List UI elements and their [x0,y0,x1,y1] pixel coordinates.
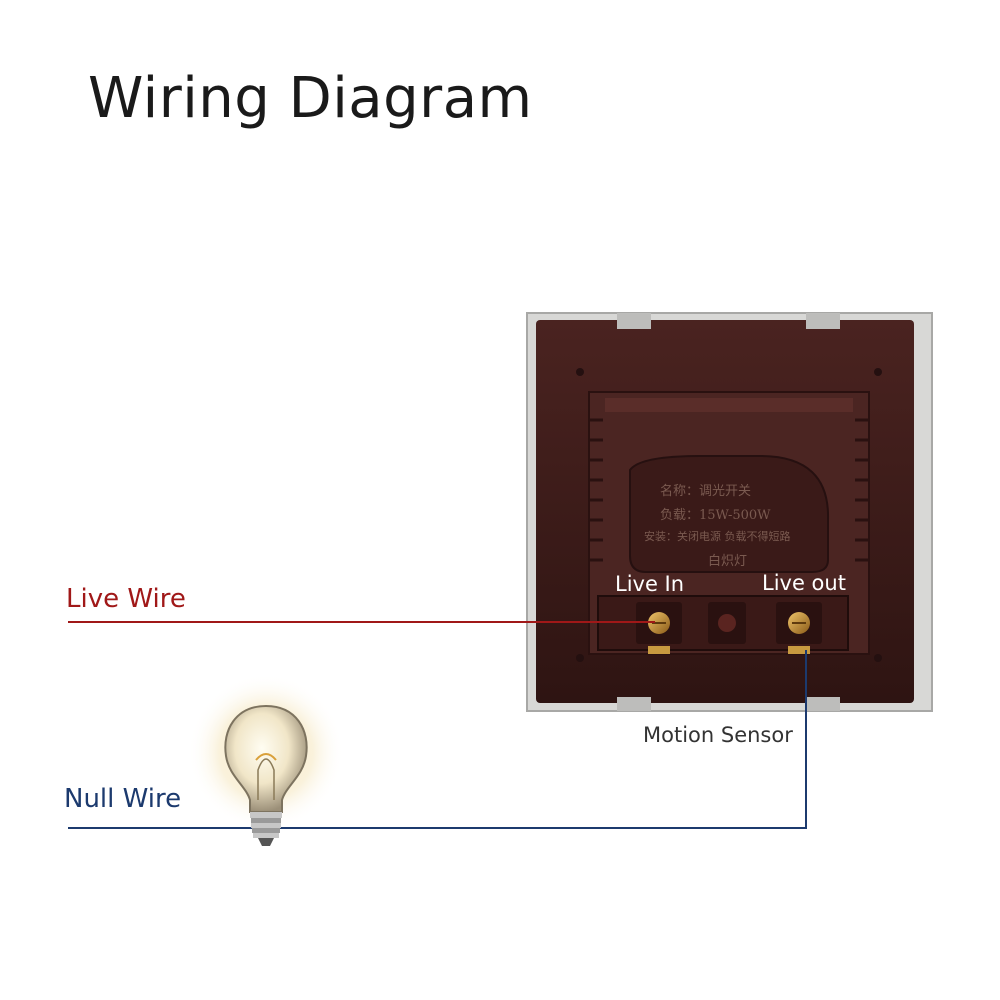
plate-text-line: 名称：调光开关 [660,484,752,499]
null-wire-label: Null Wire [64,784,182,814]
motion-sensor-caption: Motion Sensor [643,723,793,747]
plate-text-line: 负载：15W-500W [660,508,771,523]
plate-text-line: 安装：关闭电源 负载不得短路 [644,530,791,543]
light-bulb-icon [188,674,344,846]
live-in-label: Live In [615,572,685,596]
motion-sensor-device [526,312,933,712]
live-out-label: Live out [762,571,846,595]
page-title: Wiring Diagram [88,66,533,131]
live-wire-label: Live Wire [66,584,186,614]
plate-text-line: 白炽灯 [708,554,748,569]
null-wire-line [68,650,807,829]
